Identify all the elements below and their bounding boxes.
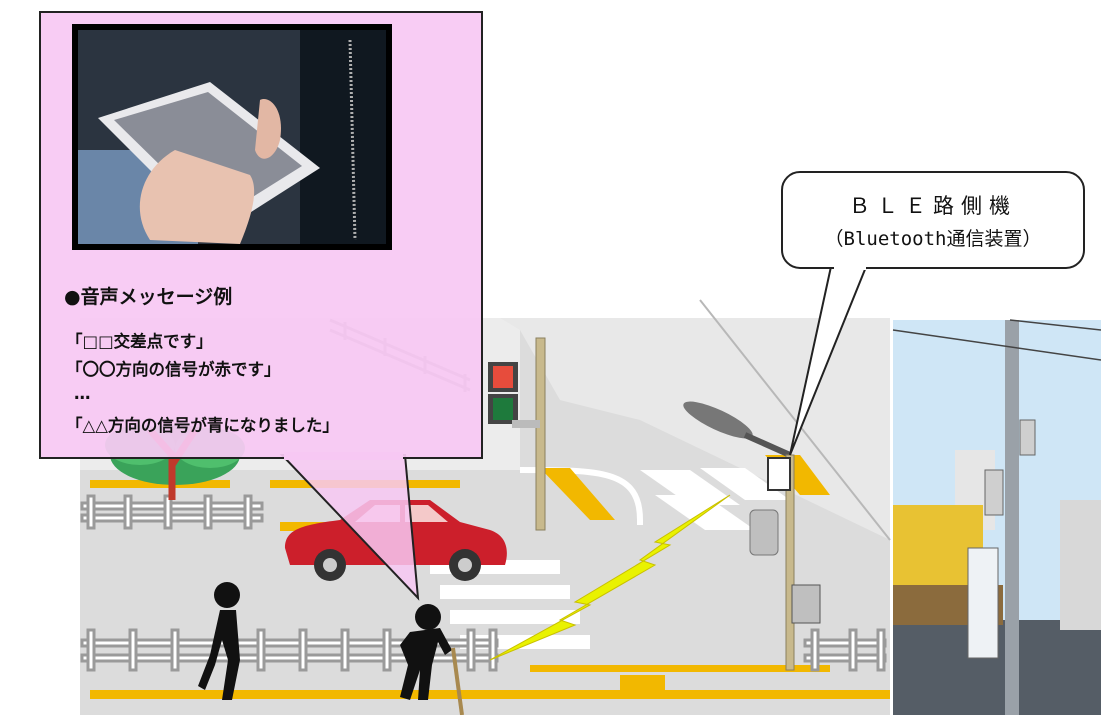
message-example-title: ●音声メッセージ例 [64, 286, 233, 308]
message-line-3: 「△△方向の信号が青になりました」 [66, 416, 339, 435]
ble-callout-subtitle: （Bluetooth通信装置） [824, 228, 1042, 250]
ble-callout-title: ＢＬＥ路側機 [849, 194, 1017, 218]
railing-left [80, 494, 264, 530]
ble-callout-text: ＢＬＥ路側機 （Bluetooth通信装置） [783, 172, 1083, 268]
roadside-photo [892, 319, 1101, 715]
ble-roadside-unit-icon [749, 454, 821, 671]
bluetooth-signal-wave [489, 494, 731, 661]
smartphone-in-hand-photo [72, 24, 392, 250]
message-line-ellipsis: … [74, 384, 91, 403]
message-line-2: 「〇〇方向の信号が赤です」 [66, 360, 281, 379]
street-lamp-icon [683, 401, 792, 458]
railing-front [80, 628, 887, 672]
ble-callout-bubble [781, 171, 1085, 456]
elderly-pedestrian-icon [400, 604, 464, 715]
message-line-1: 「□□交差点です」 [66, 332, 213, 351]
pedestrian-signal-icon [488, 337, 546, 531]
pedestrian-walking-icon [198, 582, 240, 700]
